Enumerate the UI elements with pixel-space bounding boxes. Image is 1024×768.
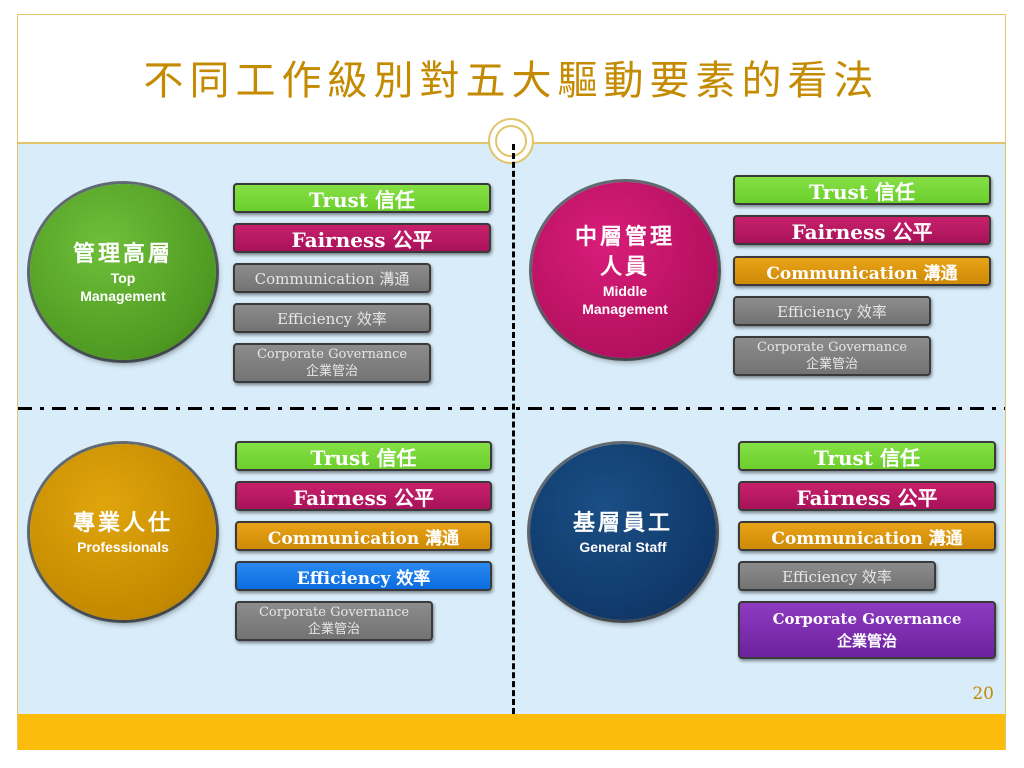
governance-label-cn: 企業管治 xyxy=(305,364,358,379)
communication-box: Communication 溝通 xyxy=(235,521,492,551)
trust-box: Trust 信任 xyxy=(233,183,491,213)
governance-label-en: Corporate Governance xyxy=(756,340,908,355)
fairness-box: Fairness 公平 xyxy=(738,481,996,511)
circle-title-cn: 管理高層 xyxy=(72,241,173,267)
horizontal-divider xyxy=(18,407,1005,410)
vertical-divider xyxy=(512,144,515,714)
fairness-box: Fairness 公平 xyxy=(733,215,991,245)
trust-box: Trust 信任 xyxy=(738,441,996,471)
efficiency-box: Efficiency 效率 xyxy=(235,561,492,591)
communication-box: Communication 溝通 xyxy=(733,256,991,286)
circle-title-cn: 專業人仕 xyxy=(72,510,173,536)
governance-box: Corporate Governance 企業管治 xyxy=(235,601,433,641)
governance-box: Corporate Governance 企業管治 xyxy=(733,336,931,376)
ring-ornament-icon xyxy=(488,118,534,164)
governance-label-cn: 企業管治 xyxy=(307,622,360,637)
circle-title-cn: 中層管理 xyxy=(574,224,675,250)
top-management-circle: 管理高層 Top Management xyxy=(30,184,216,360)
governance-label-cn: 企業管治 xyxy=(805,357,858,372)
circle-title-en: Professionals xyxy=(77,539,169,555)
middle-management-circle: 中層管理 人員 Middle Management xyxy=(532,182,718,358)
communication-box: Communication 溝通 xyxy=(233,263,431,293)
circle-title-cn: 基層員工 xyxy=(572,510,673,536)
circle-title-en: Management xyxy=(582,301,668,317)
governance-label-en: Corporate Governance xyxy=(772,610,962,628)
fairness-box: Fairness 公平 xyxy=(233,223,491,253)
circle-title-en: Middle xyxy=(602,283,648,299)
footer-bar xyxy=(18,714,1005,750)
governance-box: Corporate Governance 企業管治 xyxy=(738,601,996,659)
efficiency-box: Efficiency 效率 xyxy=(733,296,931,326)
communication-box: Communication 溝通 xyxy=(738,521,996,551)
page-number: 20 xyxy=(972,684,994,704)
governance-label-en: Corporate Governance xyxy=(258,605,410,620)
governance-box: Corporate Governance 企業管治 xyxy=(233,343,431,383)
governance-label-en: Corporate Governance xyxy=(256,347,408,362)
governance-label-cn: 企業管治 xyxy=(836,632,897,650)
slide-title: 不同工作級別對五大驅動要素的看法 xyxy=(143,58,880,104)
circle-title-en: Management xyxy=(80,288,166,304)
professionals-circle: 專業人仕 Professionals xyxy=(30,444,216,620)
trust-box: Trust 信任 xyxy=(235,441,492,471)
fairness-box: Fairness 公平 xyxy=(235,481,492,511)
trust-box: Trust 信任 xyxy=(733,175,991,205)
circle-title-cn: 人員 xyxy=(599,254,650,280)
efficiency-box: Efficiency 效率 xyxy=(233,303,431,333)
circle-title-en: General Staff xyxy=(579,539,667,555)
general-staff-circle: 基層員工 General Staff xyxy=(530,444,716,620)
efficiency-box: Efficiency 效率 xyxy=(738,561,936,591)
circle-title-en: Top xyxy=(110,270,136,286)
